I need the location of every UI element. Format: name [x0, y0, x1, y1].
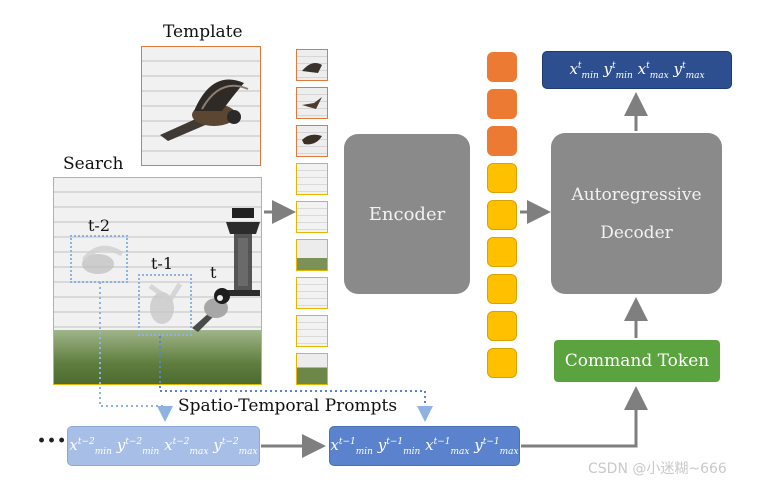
prompt-t2-box: xt−2min yt−2min xt−2max yt−2max — [67, 426, 260, 466]
bird-patch-icon — [302, 134, 322, 145]
prompts-label: Spatio-Temporal Prompts — [178, 396, 398, 416]
search-label: Search — [63, 154, 124, 174]
bird-patch-icon — [302, 63, 322, 73]
bird-feeder-icon — [226, 208, 260, 296]
template-label: Template — [163, 22, 243, 42]
bbox-t1 — [138, 274, 192, 336]
search-token — [487, 311, 517, 341]
arrow-prompt-to-command — [521, 386, 648, 448]
search-patch — [296, 353, 328, 385]
search-patch — [296, 163, 328, 195]
chickadee-icon — [192, 288, 230, 332]
search-patch — [296, 239, 328, 271]
search-token — [487, 163, 517, 193]
output-coords-box: xtmin ytmin xtmax ytmax — [542, 51, 732, 89]
command-token-box: Command Token — [554, 340, 720, 382]
search-token — [487, 237, 517, 267]
template-patch — [296, 87, 328, 119]
dotted-link-t2 — [99, 282, 173, 422]
template-token — [487, 52, 517, 82]
search-patch — [296, 277, 328, 309]
search-token — [487, 348, 517, 378]
ghost-bird-t1-icon — [148, 282, 183, 324]
label-t: t — [210, 263, 217, 282]
label-t2: t-2 — [88, 216, 111, 235]
template-token — [487, 89, 517, 119]
search-token — [487, 274, 517, 304]
search-patch — [296, 201, 328, 233]
encoder-label: Encoder — [368, 203, 446, 225]
decoder-block: Autoregressive Decoder — [551, 133, 722, 294]
bird-icon — [160, 79, 249, 141]
grass-area — [54, 330, 261, 384]
ghost-bird-t2-icon — [82, 245, 124, 274]
decoder-label-line2: Decoder — [600, 222, 673, 243]
command-token-label: Command Token — [564, 351, 710, 371]
search-patch — [296, 315, 328, 347]
template-image — [141, 46, 261, 166]
label-t1: t-1 — [151, 254, 174, 273]
encoder-block: Encoder — [344, 134, 470, 294]
dotted-link-t1 — [159, 336, 433, 422]
prompt-t1-box: xt−1min yt−1min xt−1max yt−1max — [329, 426, 520, 466]
bird-patch-icon — [302, 97, 322, 109]
decoder-label-line1: Autoregressive — [571, 184, 702, 205]
watermark: CSDN @小迷糊~666 — [588, 461, 727, 477]
template-token — [487, 126, 517, 156]
search-token — [487, 200, 517, 230]
ellipsis: ··· — [37, 426, 68, 456]
